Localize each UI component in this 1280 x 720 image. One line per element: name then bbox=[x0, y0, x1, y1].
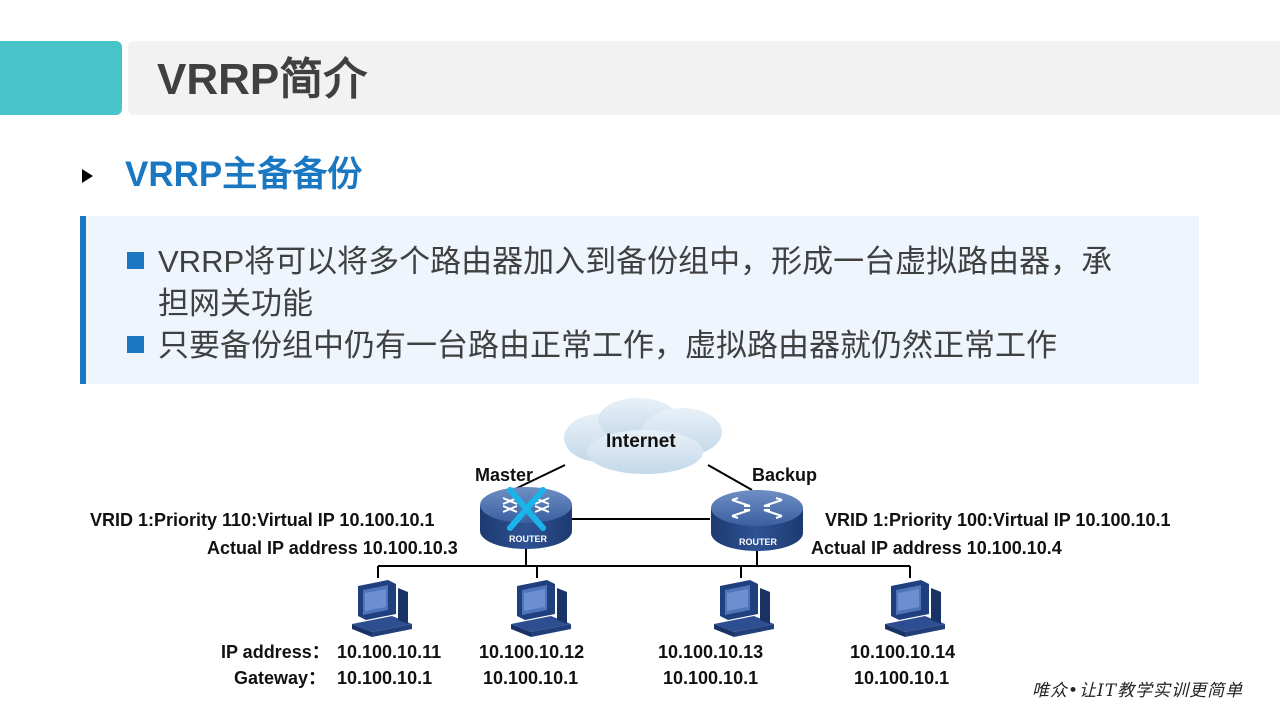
host-2-gateway: 10.100.10.1 bbox=[483, 668, 579, 688]
backup-router-label: ROUTER bbox=[739, 537, 777, 547]
host-4-ip: 10.100.10.14 bbox=[850, 642, 956, 662]
link-internet-master bbox=[512, 464, 566, 491]
host-1-gateway: 10.100.10.1 bbox=[337, 668, 433, 688]
host-4-gateway: 10.100.10.1 bbox=[854, 668, 950, 688]
triangle-bullet-icon bbox=[82, 169, 93, 183]
section-title: VRRP主备备份 bbox=[125, 155, 363, 194]
internet-cloud-icon bbox=[564, 398, 722, 474]
footer-slogan: 唯众•让IT教学实训更简单 bbox=[1032, 681, 1244, 701]
bullet-1-line-1: VRRP将可以将多个路由器加入到备份组中，形成一台虚拟路由器，承 bbox=[158, 244, 1113, 279]
host-3-gateway: 10.100.10.1 bbox=[663, 668, 759, 688]
backup-role-label: Backup bbox=[752, 465, 818, 485]
bullet-2-line-1: 只要备份组中仍有一台路由正常工作，虚拟路由器就仍然正常工作 bbox=[158, 328, 1057, 363]
host-1-pc-icon bbox=[352, 580, 412, 637]
host-ip-caption: IP address： bbox=[221, 642, 330, 662]
backup-actual-ip: Actual IP address 10.100.10.4 bbox=[811, 538, 1062, 558]
title-accent-block bbox=[0, 41, 122, 115]
host-3-ip: 10.100.10.13 bbox=[658, 642, 764, 662]
square-bullet-icon bbox=[127, 336, 144, 353]
master-router-icon bbox=[480, 487, 572, 549]
host-4-pc-icon bbox=[885, 580, 945, 637]
title-bar bbox=[128, 41, 1280, 115]
master-router-label: ROUTER bbox=[509, 534, 547, 544]
host-2-ip: 10.100.10.12 bbox=[479, 642, 585, 662]
page-title: VRRP简介 bbox=[157, 55, 368, 104]
internet-label: Internet bbox=[606, 431, 676, 452]
master-actual-ip: Actual IP address 10.100.10.3 bbox=[207, 538, 458, 558]
host-gateway-caption: Gateway： bbox=[234, 668, 327, 688]
backup-vrid-info: VRID 1:Priority 100:Virtual IP 10.100.10… bbox=[825, 510, 1171, 530]
host-3-pc-icon bbox=[714, 580, 774, 637]
backup-router-icon bbox=[711, 490, 803, 551]
bullet-box bbox=[80, 216, 1199, 384]
bullet-1-line-2: 担网关功能 bbox=[158, 286, 313, 321]
host-1-ip: 10.100.10.11 bbox=[337, 642, 442, 662]
host-2-pc-icon bbox=[511, 580, 571, 637]
link-internet-backup bbox=[707, 464, 753, 491]
master-role-label: Master bbox=[475, 465, 534, 485]
master-vrid-info: VRID 1:Priority 110:Virtual IP 10.100.10… bbox=[90, 510, 435, 530]
square-bullet-icon bbox=[127, 252, 144, 269]
